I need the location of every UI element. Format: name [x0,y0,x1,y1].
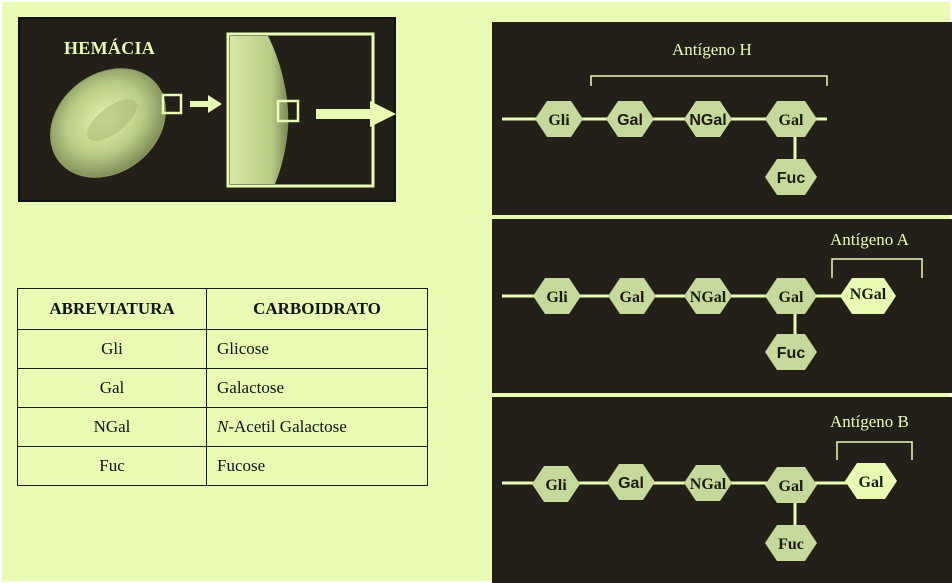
antigen-h-panel: Antígeno H Gli Gal NGal Gal Fuc [492,22,952,215]
selection-square [161,93,183,115]
abbreviation-cell: Fuc [17,446,207,486]
zoom-arrow [316,101,396,127]
hexagon-label: Gal [620,289,645,306]
hexagon-label: Gal [779,112,804,129]
hexagon-label: Gli [546,289,568,306]
hexagon-gli: Gli [533,278,581,314]
hexagon-ngal: NGal [684,278,732,314]
hexagon-gal: Gal [765,278,817,314]
carbohydrate-cell: Fucose [206,446,428,486]
antigen-b-title: Antígeno B [830,412,909,431]
zoom-arrow [190,95,222,113]
antigen-b-bracket [836,441,913,460]
hexagon-label: Gal [618,475,644,492]
hexagon-ngal: NGal [684,101,732,137]
hexagon-gal: Gal [765,101,817,137]
table-row: Gli Glicose [17,329,428,369]
antigen-h-diagram: Antígeno H Gli Gal NGal Gal Fuc [502,40,828,195]
hexagon-label: Gal [859,474,884,491]
hexagon-gal: Gal [845,463,897,499]
antigen-a-diagram: Antígeno A Gli Gal NGal Gal NGa [502,230,923,370]
antigen-b-diagram: Antígeno B Gli Gal NGal Gal Gal [502,412,913,561]
hexagon-ngal: NGal [684,465,732,501]
table-row: Gal Galactose [17,368,428,408]
hexagon-label: Gli [545,477,567,494]
hexagon-gal: Gal [607,464,655,500]
hexagon-label: Gal [617,112,643,129]
carbohydrate-name: Galactose [217,378,285,397]
rbc-panel: HEMÁCIA [18,17,396,202]
hexagon-label: NGal [689,112,726,129]
abbreviation-cell: Gli [17,329,207,369]
antigen-a-title: Antígeno A [830,230,910,249]
column-header-abbreviation: ABREVIATURA [17,288,207,330]
abbreviation-table: ABREVIATURA CARBOIDRATO Gli Glicose Gal … [17,288,428,486]
hexagon-gal: Gal [606,101,654,137]
red-blood-cell [50,68,166,178]
antigen-b-panel: Antígeno B Gli Gal NGal Gal Gal [492,397,952,583]
carbohydrate-prefix: N [217,417,229,436]
column-header-carbohydrate: CARBOIDRATO [206,288,428,330]
hexagon-gli: Gli [532,466,580,502]
carbohydrate-cell: N-Acetil Galactose [206,407,428,447]
hexagon-ngal: NGal [840,278,896,314]
table-header-row: ABREVIATURA CARBOIDRATO [17,288,428,330]
hexagon-label: Gal [779,478,804,495]
hexagon-label: Fuc [777,170,806,187]
hexagon-label: Gal [779,289,804,306]
abbreviation-cell: NGal [17,407,207,447]
carbohydrate-name: -Acetil Galactose [228,417,347,436]
carbohydrate-cell: Galactose [206,368,428,408]
table-row: NGal N-Acetil Galactose [17,407,428,447]
hexagon-label: Fuc [777,345,806,362]
antigen-h-bracket [590,75,828,86]
hexagon-fuc: Fuc [765,159,817,195]
hexagon-fuc: Fuc [765,334,817,370]
antigen-a-panel: Antígeno A Gli Gal NGal Gal NGa [492,219,952,393]
carbohydrate-cell: Glicose [206,329,428,369]
hexagon-label: Gli [548,112,570,129]
hexagon-gli: Gli [535,101,583,137]
hexagon-label: NGal [690,476,727,493]
rbc-title: HEMÁCIA [64,38,156,58]
antigen-h-title: Antígeno H [672,40,752,59]
hexagon-label: NGal [690,289,727,306]
hexagon-gal: Gal [608,278,656,314]
carbohydrate-name: Glicose [217,339,269,358]
hexagon-label: NGal [850,286,887,303]
table-row: Fuc Fucose [17,446,428,486]
antigen-a-bracket [831,258,923,278]
carbohydrate-name: Fucose [217,456,266,475]
rbc-illustration [50,32,396,188]
hexagon-gal: Gal [765,467,817,503]
hexagon-label: Fuc [778,536,804,553]
abbreviation-cell: Gal [17,368,207,408]
hexagon-fuc: Fuc [765,525,817,561]
